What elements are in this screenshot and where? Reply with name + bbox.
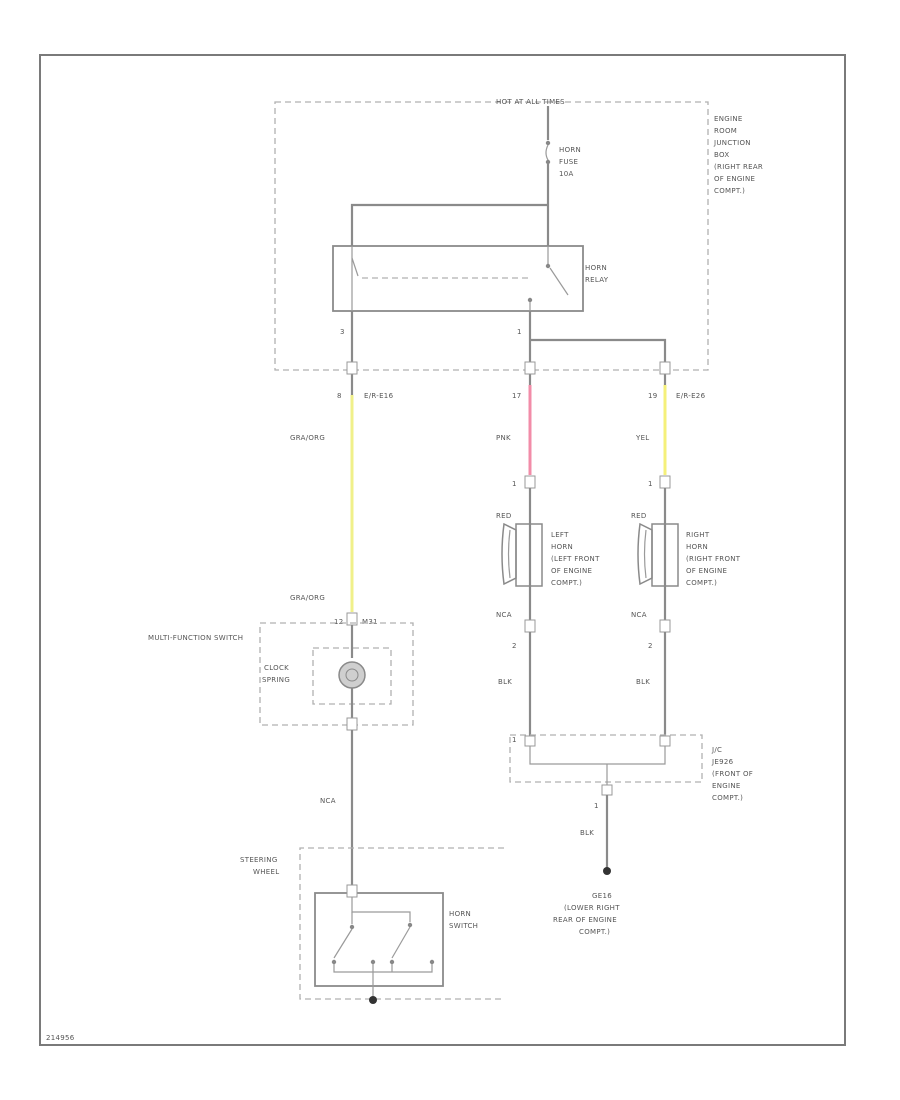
- left-horn-icon: [501, 522, 517, 586]
- pin-mfs-12: 12: [334, 618, 344, 626]
- pin-jc-1: 1: [594, 802, 599, 810]
- fuse-label-1: HORN: [559, 146, 581, 154]
- jc-label-4: ENGINE: [712, 782, 741, 790]
- wire-label-blk-ground: BLK: [580, 829, 594, 837]
- wire-label-blk-left: BLK: [498, 678, 512, 686]
- clock-spring-label-1: CLOCK: [264, 664, 289, 672]
- steering-wheel: STEERING WHEEL: [240, 847, 504, 1000]
- diagram-frame: [39, 54, 846, 1046]
- right-horn-label-3: (RIGHT FRONT: [686, 555, 741, 563]
- wire-label-nca-mid: NCA: [320, 797, 336, 805]
- wire-label-gra-org-top: GRA/ORG: [290, 434, 325, 442]
- ground-label-4: COMPT.): [579, 928, 610, 936]
- left-horn: 1 RED LEFT HORN (LEFT FRONT OF ENGINE CO…: [496, 475, 600, 742]
- connector-label-right: E/R-E26: [676, 392, 706, 400]
- right-horn-label-2: HORN: [686, 543, 708, 551]
- wire-label-gra-org-bottom: GRA/ORG: [290, 594, 325, 602]
- horn-fuse: HORN FUSE 10A: [545, 106, 581, 205]
- junction-box-label-4: BOX: [714, 151, 729, 159]
- clock-spring-label-2: SPRING: [262, 676, 290, 684]
- diagram-id: 214956: [46, 1034, 75, 1042]
- left-horn-label-2: HORN: [551, 543, 573, 551]
- connector-label-left: E/R-E16: [364, 392, 394, 400]
- horn-switch-label-1: HORN: [449, 910, 471, 918]
- left-horn-label-5: COMPT.): [551, 579, 582, 587]
- wire-label-blk-right: BLK: [636, 678, 650, 686]
- junction-box-label-3: JUNCTION: [713, 139, 751, 147]
- fuse-label-3: 10A: [559, 170, 574, 178]
- pin-relay-1: 1: [517, 328, 522, 336]
- pin-jc-left: 1: [512, 736, 517, 744]
- wire-label-red-right: RED: [631, 512, 647, 520]
- wire-label-nca-left: NCA: [496, 611, 512, 619]
- steering-label-1: STEERING: [240, 856, 278, 864]
- right-horn-icon: [637, 522, 653, 586]
- wire-label-pnk: PNK: [496, 434, 511, 442]
- engine-room-junction-box: HOT AT ALL TIMES ENGINE ROOM JUNCTION BO…: [274, 98, 763, 371]
- pin-right-horn-2: 2: [648, 642, 653, 650]
- relay-feed-wire: [350, 203, 548, 246]
- relay-label-2: RELAY: [585, 276, 609, 284]
- jc-label-1: J/C: [711, 746, 722, 754]
- wire-label-red-left: RED: [496, 512, 512, 520]
- right-horn-label-5: COMPT.): [686, 579, 717, 587]
- jc-label-2: JE926: [711, 758, 734, 766]
- horn-relay: HORN RELAY: [332, 245, 609, 312]
- pin-relay-3: 3: [340, 328, 345, 336]
- junction-box-label-6: OF ENGINE: [714, 175, 755, 183]
- jc-label-5: COMPT.): [712, 794, 743, 802]
- steering-label-2: WHEEL: [253, 868, 279, 876]
- jb-connectors: [346, 361, 671, 375]
- right-horn-label-4: OF ENGINE: [686, 567, 727, 575]
- pin-jb-17: 17: [512, 392, 522, 400]
- right-horn-label-1: RIGHT: [686, 531, 710, 539]
- ground-label-1: GE16: [592, 892, 612, 900]
- pin-jb-19: 19: [648, 392, 658, 400]
- wire-label-nca-right: NCA: [631, 611, 647, 619]
- left-horn-label-3: (LEFT FRONT: [551, 555, 600, 563]
- horn-switch-ground-icon: [369, 996, 377, 1004]
- jc-label-3: (FRONT OF: [712, 770, 753, 778]
- wire-label-yel: YEL: [635, 434, 650, 442]
- mfs-label: MULTI-FUNCTION SWITCH: [148, 634, 243, 642]
- clock-spring-icon: [338, 661, 366, 689]
- left-horn-label-1: LEFT: [551, 531, 569, 539]
- right-horn: 1 RED RIGHT HORN (RIGHT FRONT OF ENGINE …: [631, 475, 741, 742]
- multi-function-switch: 12 M31 MULTI-FUNCTION SWITCH CLOCK SPRIN…: [148, 612, 414, 731]
- junction-box-label-7: COMPT.): [714, 187, 745, 195]
- joint-connector: 1 J/C JE926 (FRONT OF ENGINE COMPT.): [509, 734, 753, 802]
- ground-icon: [603, 867, 611, 875]
- junction-box-label-5: (RIGHT REAR: [714, 163, 763, 171]
- pin-left-horn-2: 2: [512, 642, 517, 650]
- ground-label-2: (LOWER RIGHT: [564, 904, 620, 912]
- power-source-label: HOT AT ALL TIMES: [496, 98, 565, 106]
- horn-switch: HORN SWITCH: [314, 884, 478, 1004]
- ground-point: 1 BLK GE16 (LOWER RIGHT REAR OF ENGINE C…: [553, 795, 620, 936]
- pin-left-horn-1: 1: [512, 480, 517, 488]
- pin-right-horn-1: 1: [648, 480, 653, 488]
- left-horn-label-4: OF ENGINE: [551, 567, 592, 575]
- junction-box-label-2: ROOM: [714, 127, 737, 135]
- relay-label-1: HORN: [585, 264, 607, 272]
- fuse-label-2: FUSE: [559, 158, 578, 166]
- pin-jb-8: 8: [337, 392, 342, 400]
- ground-label-3: REAR OF ENGINE: [553, 916, 617, 924]
- junction-box-label-1: ENGINE: [714, 115, 743, 123]
- horn-switch-label-2: SWITCH: [449, 922, 478, 930]
- right-horn-branch-wire: [530, 338, 667, 395]
- connector-label-mfs: M31: [362, 618, 378, 626]
